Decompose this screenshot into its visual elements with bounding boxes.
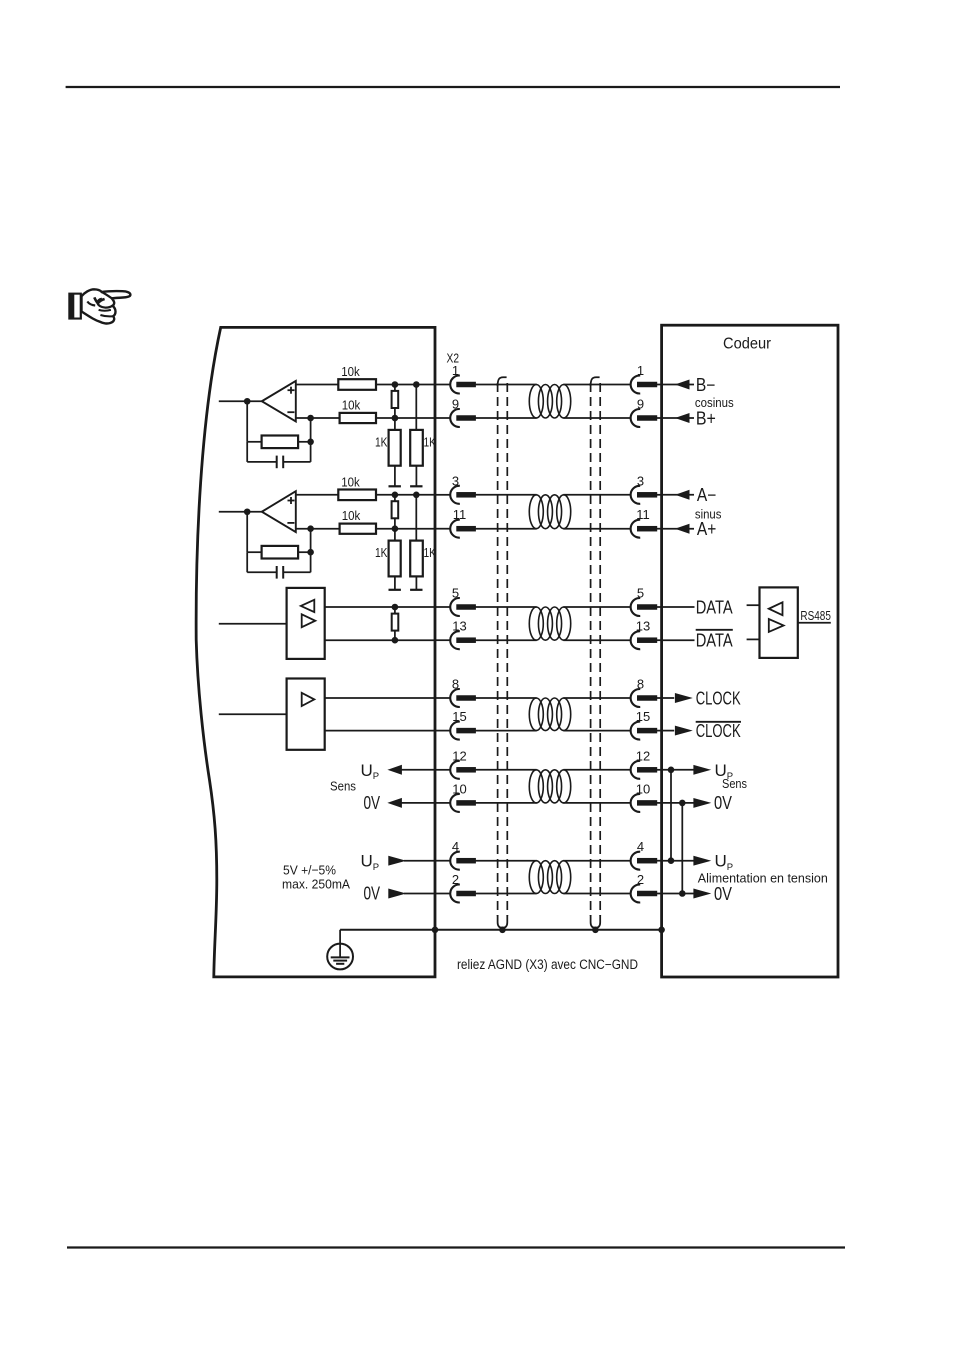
svg-text:10k: 10k: [342, 398, 361, 413]
svg-text:3: 3: [637, 473, 644, 488]
svg-text:11: 11: [453, 507, 467, 522]
svg-text:10k: 10k: [341, 474, 360, 489]
svg-text:1K: 1K: [375, 545, 388, 560]
svg-text:1: 1: [452, 363, 459, 378]
svg-text:13: 13: [636, 619, 650, 634]
svg-text:1: 1: [637, 363, 644, 378]
svg-text:8: 8: [452, 677, 459, 692]
svg-text:0V: 0V: [714, 884, 732, 904]
svg-text:9: 9: [637, 397, 644, 412]
svg-text:B−: B−: [696, 375, 716, 395]
svg-text:5: 5: [452, 586, 459, 601]
svg-text:Sens: Sens: [722, 776, 747, 791]
svg-text:X2: X2: [447, 351, 460, 366]
svg-text:1K: 1K: [424, 434, 437, 449]
svg-text:DATA: DATA: [696, 631, 733, 651]
svg-text:0V: 0V: [364, 884, 381, 904]
svg-text:cosinus: cosinus: [695, 395, 734, 410]
svg-text:5: 5: [637, 586, 644, 601]
svg-text:3: 3: [452, 473, 459, 488]
svg-text:Sens: Sens: [330, 779, 356, 794]
svg-text:5V +/−5%: 5V +/−5%: [283, 863, 336, 878]
svg-text:15: 15: [452, 709, 466, 724]
svg-text:Codeur: Codeur: [723, 336, 771, 353]
svg-text:4: 4: [452, 839, 459, 854]
svg-text:8: 8: [637, 677, 644, 692]
svg-text:1K: 1K: [375, 434, 388, 449]
svg-text:B+: B+: [696, 408, 716, 428]
svg-text:CLOCK: CLOCK: [696, 721, 741, 741]
svg-text:10: 10: [636, 781, 650, 796]
svg-text:sinus: sinus: [695, 506, 722, 521]
svg-text:2: 2: [452, 872, 459, 887]
svg-text:reliez AGND (X3) avec CNC−GND: reliez AGND (X3) avec CNC−GND: [457, 957, 638, 972]
svg-text:max. 250mA: max. 250mA: [282, 877, 350, 892]
svg-text:Alimentation en tension: Alimentation en tension: [698, 871, 828, 886]
svg-text:13: 13: [452, 619, 466, 634]
svg-text:RS485: RS485: [800, 608, 831, 623]
svg-text:11: 11: [636, 507, 650, 522]
svg-text:DATA: DATA: [696, 597, 733, 617]
svg-text:A−: A−: [697, 485, 716, 505]
svg-text:0V: 0V: [714, 793, 732, 813]
svg-text:4: 4: [637, 839, 644, 854]
svg-text:12: 12: [452, 748, 466, 763]
svg-text:10: 10: [452, 781, 466, 796]
svg-text:10k: 10k: [342, 508, 361, 523]
svg-text:CLOCK: CLOCK: [696, 688, 741, 708]
svg-text:9: 9: [452, 397, 459, 412]
svg-text:12: 12: [636, 748, 650, 763]
svg-text:1K: 1K: [424, 545, 437, 560]
svg-text:10k: 10k: [341, 364, 360, 379]
svg-text:2: 2: [637, 872, 644, 887]
svg-text:0V: 0V: [364, 793, 381, 813]
svg-text:15: 15: [636, 709, 650, 724]
svg-text:A+: A+: [697, 519, 716, 539]
